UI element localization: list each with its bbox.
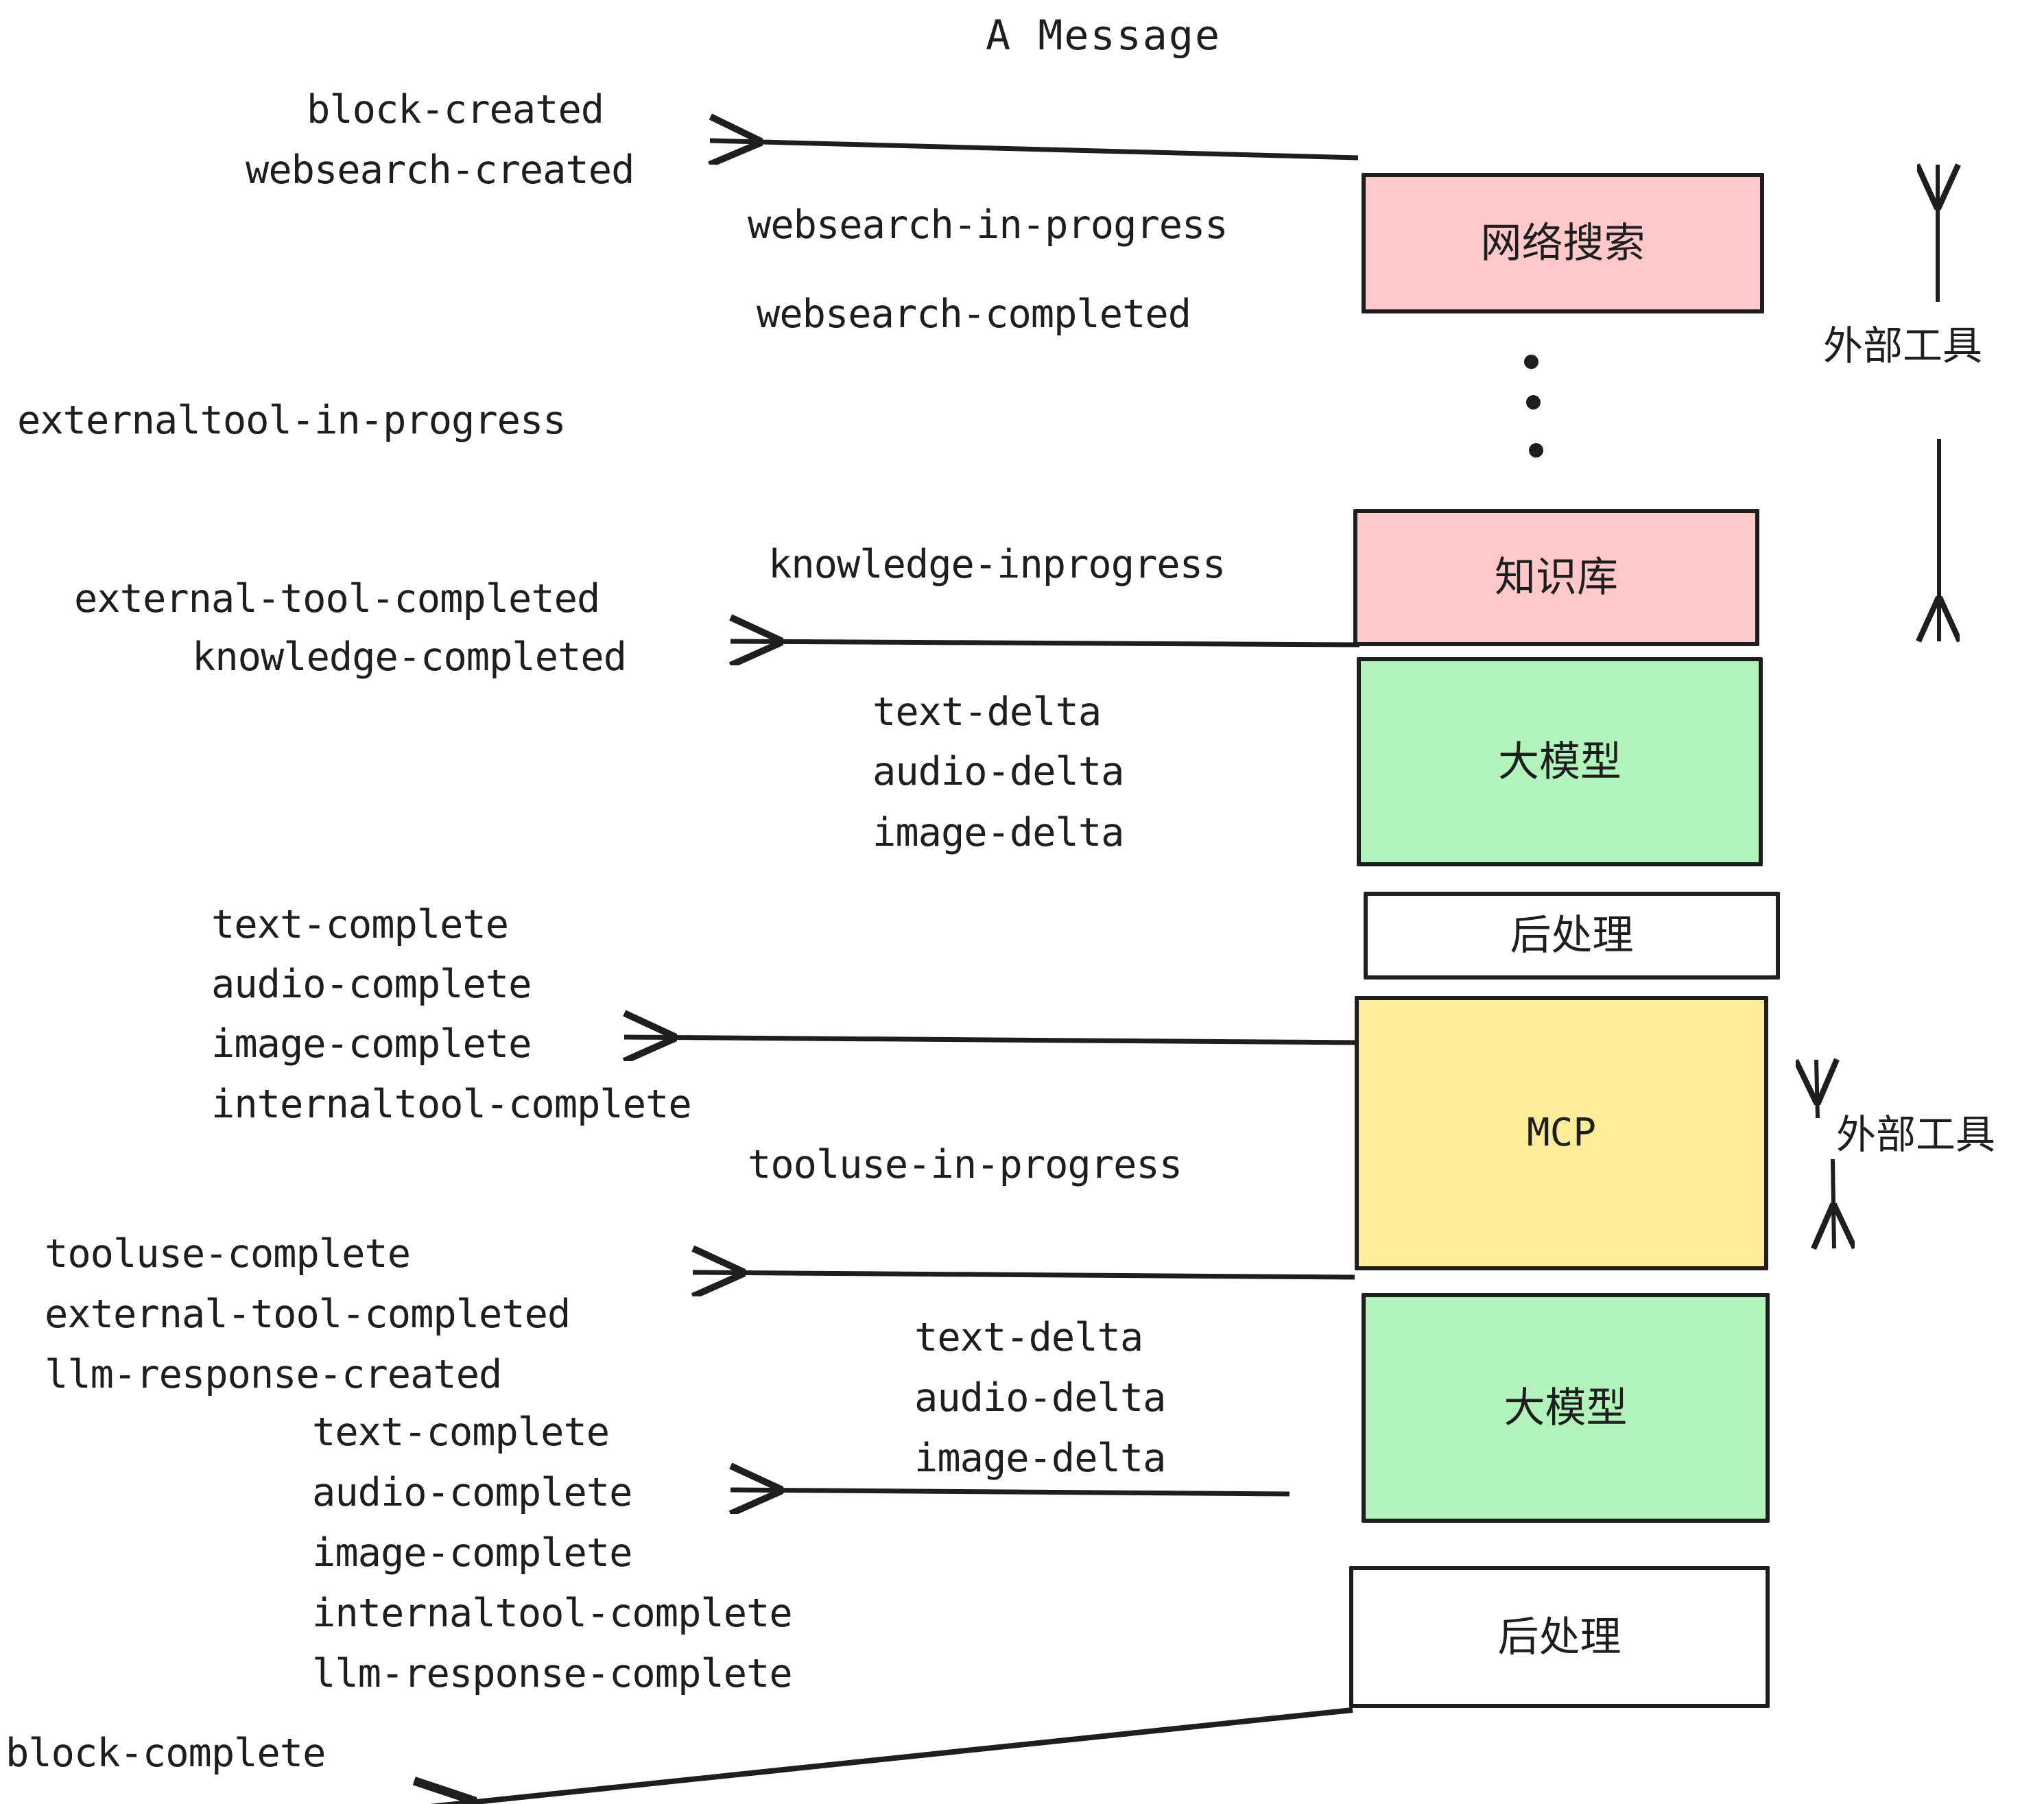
arrow-post2-to-blockcomplete	[417, 1707, 1353, 1804]
event-image-complete-1: image-complete	[211, 1021, 532, 1067]
node-mcp-label: MCP	[1526, 1111, 1597, 1155]
label-external-tools-top: 外部工具	[1823, 322, 1983, 369]
event-block-created: block-created	[307, 87, 604, 132]
arrow-mcp-to-toolusecomplete	[693, 1272, 1355, 1277]
event-externaltool-in-progress: externaltool-in-progress	[17, 398, 567, 443]
label-external-tools-bottom: 外部工具	[1836, 1111, 1996, 1158]
event-external-tool-completed-2: external-tool-completed	[45, 1292, 571, 1337]
node-postprocess-1[interactable]: 后处理	[1364, 892, 1780, 980]
event-text-complete-2: text-complete	[312, 1410, 610, 1455]
node-llm-2-label: 大模型	[1504, 1384, 1628, 1432]
event-external-tool-completed-1: external-tool-completed	[74, 576, 600, 621]
event-image-complete-2: image-complete	[312, 1530, 632, 1576]
event-audio-complete-1: audio-complete	[211, 962, 532, 1007]
node-llm-1-label: 大模型	[1498, 737, 1621, 786]
event-image-delta-2: image-delta	[914, 1436, 1166, 1481]
arrow-llm2-to-audiocomplete	[730, 1490, 1290, 1494]
event-audio-complete-2: audio-complete	[312, 1470, 632, 1515]
arrow-post1-to-imagecomplete	[624, 1037, 1360, 1043]
node-postprocess-2-label: 后处理	[1497, 1613, 1621, 1661]
event-websearch-completed: websearch-completed	[757, 292, 1191, 337]
node-knowledge-label: 知识库	[1495, 554, 1618, 602]
event-llm-response-complete: llm-response-complete	[312, 1651, 793, 1696]
event-image-delta-1: image-delta	[872, 810, 1124, 855]
node-knowledge[interactable]: 知识库	[1353, 509, 1759, 646]
node-websearch-label: 网络搜索	[1480, 219, 1645, 268]
event-text-delta-2: text-delta	[914, 1315, 1143, 1360]
node-llm-2[interactable]: 大模型	[1362, 1293, 1770, 1523]
external-tools-bottom-arrow-down	[1833, 1159, 1834, 1248]
event-knowledge-inprogress: knowledge-inprogress	[768, 542, 1226, 587]
node-postprocess-2[interactable]: 后处理	[1349, 1566, 1770, 1708]
node-mcp[interactable]: MCP	[1355, 996, 1768, 1270]
external-tools-bottom-arrow-up	[1816, 1060, 1818, 1119]
node-websearch[interactable]: 网络搜索	[1362, 173, 1764, 313]
event-text-delta-1: text-delta	[872, 689, 1102, 735]
event-websearch-created: websearch-created	[246, 147, 634, 193]
event-audio-delta-1: audio-delta	[872, 749, 1124, 794]
event-websearch-in-progress: websearch-in-progress	[748, 202, 1228, 248]
event-llm-response-created: llm-response-created	[45, 1352, 502, 1397]
event-audio-delta-2: audio-delta	[914, 1375, 1166, 1421]
diagram-title: A Message	[986, 12, 1222, 60]
ellipsis-dot-3	[1529, 443, 1543, 458]
event-tooluse-in-progress: tooluse-in-progress	[748, 1142, 1183, 1187]
arrow-knowledge-to-completed	[730, 641, 1360, 645]
ellipsis-dot-2	[1526, 395, 1541, 410]
event-tooluse-complete: tooluse-complete	[45, 1231, 411, 1277]
event-internaltool-complete-2: internaltool-complete	[312, 1591, 793, 1636]
event-text-complete-1: text-complete	[211, 902, 509, 947]
node-llm-1[interactable]: 大模型	[1357, 657, 1763, 866]
event-knowledge-completed: knowledge-completed	[192, 634, 627, 680]
node-postprocess-1-label: 后处理	[1510, 912, 1634, 960]
event-internaltool-complete-1: internaltool-complete	[211, 1082, 692, 1127]
ellipsis-dot-1	[1524, 355, 1538, 369]
arrow-websearch-to-blockcreated	[710, 141, 1359, 158]
event-block-complete: block-complete	[5, 1731, 326, 1776]
